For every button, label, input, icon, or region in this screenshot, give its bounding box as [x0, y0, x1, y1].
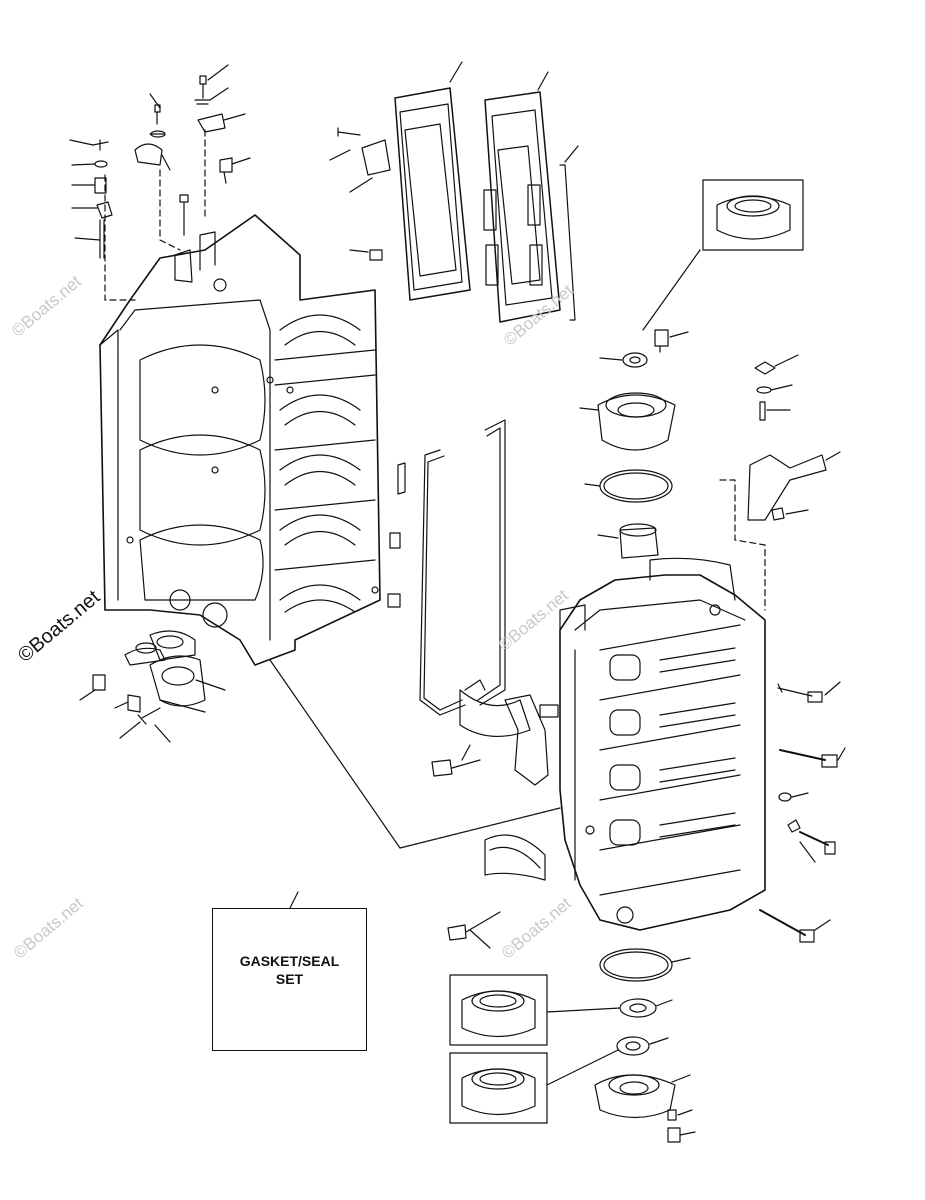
upper-end-cap: [579, 392, 676, 559]
crankcase-cover: [559, 557, 766, 931]
linkage-hardware: [719, 354, 841, 611]
drain-hoses: [269, 419, 561, 849]
cover-bolts: [759, 681, 846, 943]
lower-left-fittings: [79, 630, 226, 743]
bearing-supports: [431, 679, 559, 949]
upper-bearing-callout: [599, 179, 804, 368]
gasket-seal-set-label: GASKET/SEAL SET: [240, 952, 340, 988]
lower-bearing-callouts: [449, 974, 621, 1124]
top-hardware-group: [69, 64, 251, 301]
gasket-seal-set-box: GASKET/SEAL SET: [212, 908, 367, 1051]
cover-plate-and-gasket: [329, 61, 579, 323]
kit-label-line1: GASKET/SEAL: [239, 952, 340, 969]
kit-label-line2: SET: [275, 970, 304, 987]
cylinder-block: [99, 214, 381, 666]
lower-end-cap: [594, 948, 696, 1143]
kit-box-leader: [289, 891, 299, 909]
